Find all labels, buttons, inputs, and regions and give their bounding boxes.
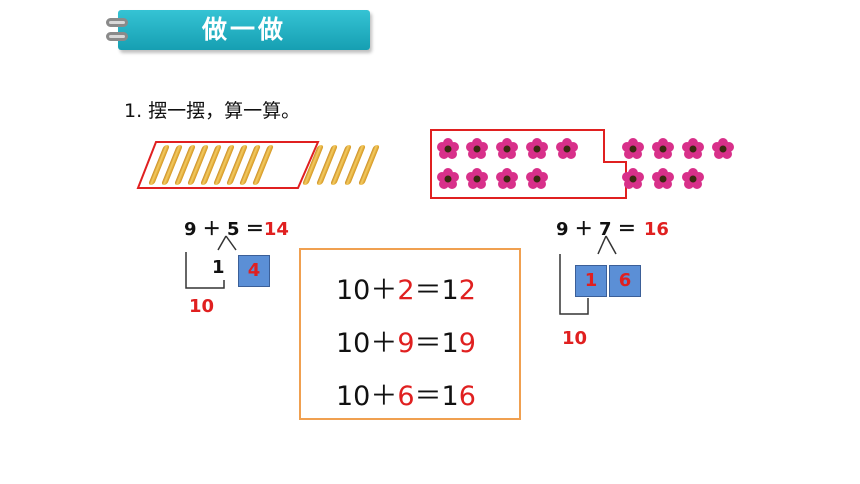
box-equation-3: 10＋6＝16 bbox=[336, 381, 476, 412]
flower-icon bbox=[622, 138, 644, 159]
instruction-text: 1. 摆一摆，算一算。 bbox=[124, 100, 301, 122]
flower-icon bbox=[466, 168, 488, 189]
left-equation: 9 ＋ 5 ＝14 bbox=[184, 219, 289, 240]
flower-icon bbox=[712, 138, 734, 159]
left-ten: 10 bbox=[189, 296, 215, 317]
box-equation-1: 10＋2＝12 bbox=[336, 275, 476, 306]
flower-icon bbox=[652, 138, 674, 159]
box-equation-2: 10＋9＝19 bbox=[336, 328, 476, 359]
left-answer: 14 bbox=[263, 219, 289, 240]
flower-icon bbox=[437, 168, 459, 189]
right-answer: 16 bbox=[643, 219, 669, 240]
flower-icon bbox=[622, 168, 644, 189]
right-split-box-one: 1 bbox=[575, 265, 607, 297]
flower-icon bbox=[556, 138, 578, 159]
binder-ring-icon bbox=[106, 32, 128, 41]
left-split-lines bbox=[185, 235, 237, 289]
flower-icon bbox=[526, 138, 548, 159]
flower-icon bbox=[682, 138, 704, 159]
equation-box bbox=[299, 248, 521, 420]
section-banner: 做一做 bbox=[118, 10, 370, 50]
binder-ring-icon bbox=[106, 18, 128, 27]
left-split-one: 1 bbox=[212, 257, 225, 278]
right-equation: 9 ＋ 7 ＝16 bbox=[556, 219, 669, 240]
sticks-frame-icon bbox=[136, 141, 320, 189]
left-split-box: 4 bbox=[238, 255, 270, 287]
right-ten: 10 bbox=[562, 328, 588, 349]
sticks-group bbox=[147, 145, 390, 189]
flower-icon bbox=[437, 138, 459, 159]
section-title: 做一做 bbox=[201, 15, 286, 44]
flower-icon bbox=[652, 168, 674, 189]
flower-icon bbox=[466, 138, 488, 159]
flower-icon bbox=[496, 168, 518, 189]
flowers-frame-icon bbox=[430, 129, 627, 199]
flower-icon bbox=[682, 168, 704, 189]
right-split-box-six: 6 bbox=[609, 265, 641, 297]
right-split-lines bbox=[559, 235, 617, 315]
flower-icon bbox=[526, 168, 548, 189]
flower-icon bbox=[496, 138, 518, 159]
